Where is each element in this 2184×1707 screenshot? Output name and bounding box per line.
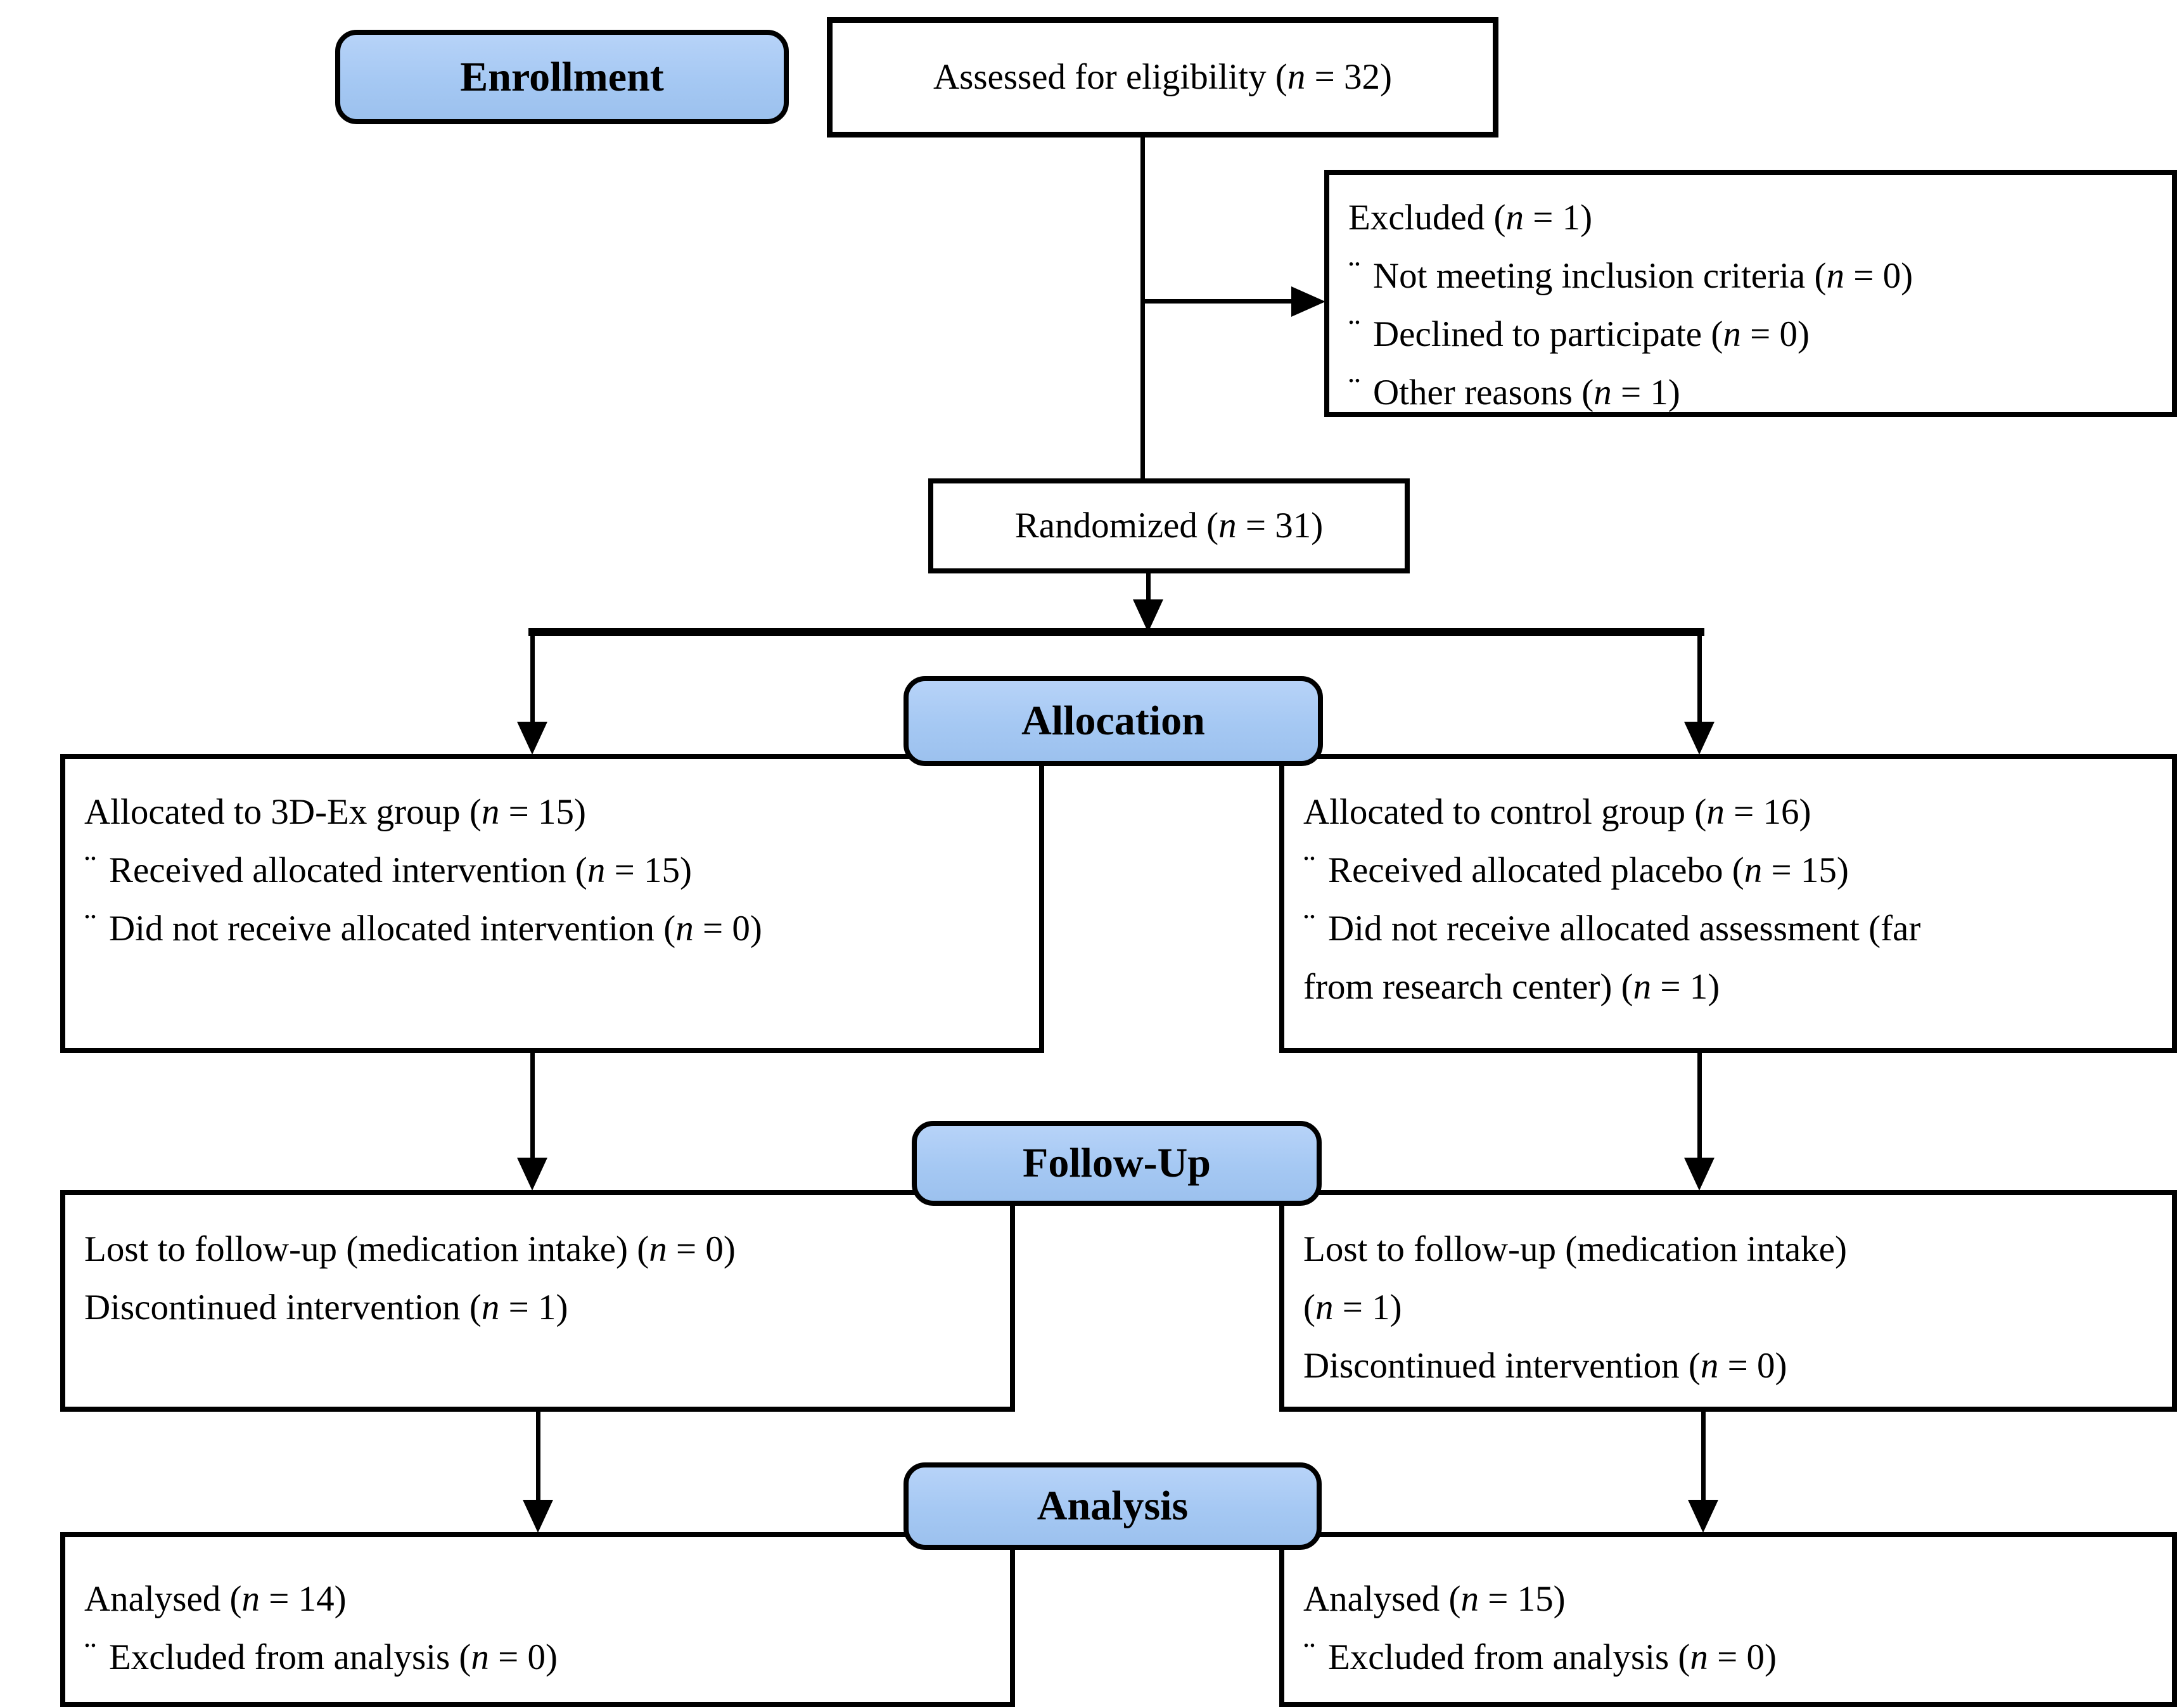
box-assessed-for-eligibility: Assessed for eligibility (n = 32) <box>827 17 1498 137</box>
arrowhead-alloc-right <box>1684 722 1715 755</box>
text-line: ¨Excluded from analysis (n = 0) <box>1303 1628 2157 1687</box>
text-line: Lost to follow-up (medication intake) <box>1303 1229 1847 1269</box>
text-line: Lost to follow-up (medication intake) (n… <box>84 1229 736 1269</box>
stage-label-enrollment: Enrollment <box>460 53 664 100</box>
text-line: Excluded (n = 1) <box>1348 198 1593 238</box>
randomized-text: Randomized (n = 31) <box>1014 506 1324 546</box>
connector-to-excluded <box>1140 299 1293 304</box>
text-line: from research center) (n = 1) <box>1303 967 1720 1007</box>
branch-line <box>528 628 1704 636</box>
box-randomized: Randomized (n = 31) <box>928 478 1410 573</box>
box-analysed-control: Analysed (n = 15) ¨Excluded from analysi… <box>1279 1532 2177 1707</box>
arrowhead-branch <box>1133 599 1163 632</box>
bullet-icon: ¨ <box>1348 253 1360 293</box>
box-followup-3dex: Lost to follow-up (medication intake) (n… <box>60 1190 1015 1412</box>
box-analysed-3dex: Analysed (n = 14) ¨Excluded from analysi… <box>60 1532 1015 1707</box>
box-allocated-control: Allocated to control group (n = 16) ¨Rec… <box>1279 754 2177 1053</box>
stage-label-analysis: Analysis <box>1037 1483 1189 1529</box>
arrowhead-fu-right <box>1684 1158 1715 1191</box>
text-line: Analysed (n = 15) <box>1303 1579 1566 1619</box>
text-line: Allocated to 3D-Ex group (n = 15) <box>84 792 586 832</box>
text-line: Analysed (n = 14) <box>84 1579 347 1619</box>
text-line: ¨Did not receive allocated intervention … <box>84 900 1024 958</box>
text-line: Discontinued intervention (n = 1) <box>84 1288 568 1327</box>
bullet-icon: ¨ <box>84 906 96 946</box>
arrowhead-alloc-left <box>517 722 547 755</box>
text-line: ¨Not meeting inclusion criteria (n = 0) <box>1348 247 2157 305</box>
bullet-icon: ¨ <box>1348 312 1360 352</box>
stage-pill-analysis: Analysis <box>904 1462 1322 1550</box>
stage-pill-enrollment: Enrollment <box>335 30 789 124</box>
bullet-icon: ¨ <box>1303 906 1315 946</box>
arrowhead-an-right <box>1688 1500 1718 1533</box>
arrowhead-excluded <box>1291 286 1325 317</box>
text-line: ¨Declined to participate (n = 0) <box>1348 305 2157 364</box>
box-excluded: Excluded (n = 1) ¨Not meeting inclusion … <box>1324 170 2177 417</box>
text-line: ¨Other reasons (n = 1) <box>1348 364 2157 422</box>
box-allocated-3dex: Allocated to 3D-Ex group (n = 15) ¨Recei… <box>60 754 1044 1053</box>
stage-pill-allocation: Allocation <box>904 676 1323 766</box>
connector-fu-to-an-left <box>536 1412 540 1500</box>
text-line: ¨Excluded from analysis (n = 0) <box>84 1628 995 1687</box>
bullet-icon: ¨ <box>84 848 96 888</box>
connector-branch-to-alloc-left <box>530 635 535 722</box>
bullet-icon: ¨ <box>84 1635 96 1675</box>
connector-randomized-to-branch <box>1146 572 1151 600</box>
text-line: ¨Did not receive allocated assessment (f… <box>1303 900 2157 958</box>
box-followup-control: Lost to follow-up (medication intake) (n… <box>1279 1190 2177 1412</box>
text-line: Allocated to control group (n = 16) <box>1303 792 1811 832</box>
assessed-text: Assessed for eligibility (n = 32) <box>933 57 1392 97</box>
stage-label-followup: Follow-Up <box>1023 1140 1211 1186</box>
text-line: (n = 1) <box>1303 1288 1402 1327</box>
bullet-icon: ¨ <box>1303 848 1315 888</box>
connector-fu-to-an-right <box>1701 1412 1706 1500</box>
stage-label-allocation: Allocation <box>1021 698 1205 744</box>
connector-alloc-to-fu-left <box>530 1053 535 1158</box>
stage-pill-followup: Follow-Up <box>912 1121 1322 1206</box>
arrowhead-fu-left <box>517 1158 547 1191</box>
connector-branch-to-alloc-right <box>1697 635 1702 722</box>
text-line: Discontinued intervention (n = 0) <box>1303 1346 1787 1386</box>
text-line: ¨Received allocated placebo (n = 15) <box>1303 841 2157 900</box>
connector-alloc-to-fu-right <box>1697 1053 1702 1158</box>
bullet-icon: ¨ <box>1303 1635 1315 1675</box>
connector-assessed-to-randomized <box>1140 136 1145 480</box>
text-line: ¨Received allocated intervention (n = 15… <box>84 841 1024 900</box>
bullet-icon: ¨ <box>1348 370 1360 410</box>
arrowhead-an-left <box>523 1500 553 1533</box>
